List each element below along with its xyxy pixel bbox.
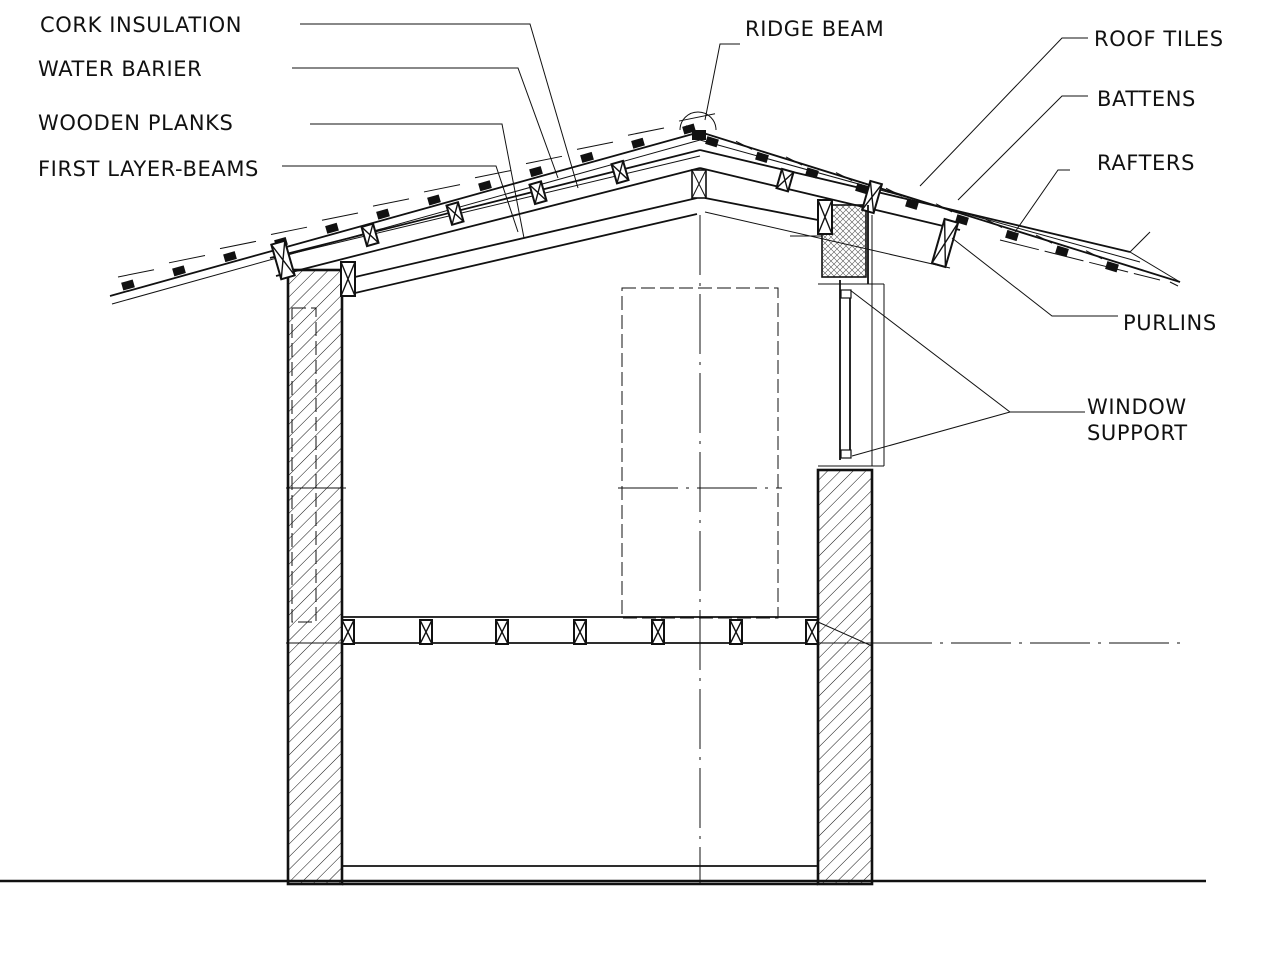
roof-tile-row	[117, 113, 1119, 291]
roof-tile	[1105, 261, 1119, 273]
leader-lines	[282, 23, 1179, 647]
roof-tile	[172, 265, 186, 277]
tile-edge	[423, 184, 461, 193]
roof-left	[109, 131, 701, 305]
label-roof-tiles: ROOF TILES	[1094, 27, 1224, 51]
tile-edge	[935, 203, 953, 213]
roof-tile	[580, 151, 594, 163]
roof-tile	[325, 222, 339, 234]
tile-edge	[474, 169, 512, 179]
tile-edge	[627, 127, 665, 136]
tile-edge	[219, 240, 257, 250]
tile-edge	[576, 141, 614, 150]
floor-beam-block	[805, 619, 819, 645]
tile-edge	[270, 226, 308, 235]
roof-x-blocks	[360, 159, 795, 248]
roof-tile	[427, 194, 441, 206]
tile-edge	[885, 187, 903, 197]
roof-tile	[376, 208, 390, 220]
roof-left-x-block	[610, 159, 630, 185]
tile-edge	[1035, 234, 1053, 244]
roof-right-x-block	[775, 167, 795, 193]
tile-edge	[735, 140, 753, 150]
roof-tile	[755, 151, 769, 163]
roof-tile	[805, 167, 819, 179]
tile-edge	[168, 255, 206, 264]
roof-tile	[1055, 245, 1069, 257]
label-cork-insulation: CORK INSULATION	[40, 13, 242, 37]
floor-beam-row	[341, 619, 819, 645]
roof-tile	[705, 136, 719, 148]
roof-tile	[1005, 229, 1019, 242]
ridge-beam	[679, 111, 717, 199]
right-beam-end-block	[817, 199, 833, 235]
floor-beam-block	[729, 619, 743, 645]
label-window-support-2: SUPPORT	[1087, 421, 1188, 445]
floor-beam-block	[341, 619, 355, 645]
floor-beam-block	[419, 619, 433, 645]
roof-tile	[529, 166, 543, 178]
tile-edge	[678, 113, 716, 122]
roof-tile	[631, 137, 645, 149]
roof-left-x-block	[445, 201, 465, 227]
tile-edge	[321, 212, 359, 221]
label-first-layer-beams: FIRST LAYER-BEAMS	[38, 157, 259, 181]
beam-end-blocks	[270, 179, 960, 297]
purlin-block	[930, 217, 960, 269]
floor-beam-block	[495, 619, 509, 645]
label-rafters: RAFTERS	[1097, 151, 1195, 175]
tile-edge	[372, 198, 410, 207]
label-water-barrier: WATER BARIER	[38, 57, 202, 81]
left-rafter-block	[270, 239, 296, 281]
label-battens: BATTENS	[1097, 87, 1196, 111]
floor-slab	[342, 865, 818, 886]
ceiling-rafter	[341, 197, 951, 297]
roof-tile	[121, 279, 135, 291]
roof-tile	[905, 198, 919, 210]
label-window-support-1: WINDOW	[1087, 395, 1187, 419]
label-purlins: PURLINS	[1123, 311, 1217, 335]
floor-beam-block	[573, 619, 587, 645]
roof-tile	[855, 183, 869, 195]
label-ridge-beam: RIDGE BEAM	[745, 17, 884, 41]
tile-edge	[117, 269, 155, 278]
left-beam-end-block	[340, 261, 356, 297]
roof-tile	[223, 251, 237, 263]
roof-tile	[478, 180, 492, 192]
left-wall	[286, 268, 344, 886]
center-lines	[286, 215, 1182, 884]
floor-beam-block	[651, 619, 665, 645]
window	[818, 205, 885, 467]
roof-left-x-block	[528, 180, 548, 206]
tile-edge	[835, 172, 853, 182]
roof-left-x-block	[360, 222, 380, 248]
label-wooden-planks: WOODEN PLANKS	[38, 111, 233, 135]
tile-edge	[1085, 250, 1103, 260]
callout-labels: CORK INSULATION WATER BARIER WOODEN PLAN…	[38, 13, 1224, 445]
tile-edge	[785, 156, 803, 166]
tile-edge	[985, 218, 1003, 228]
tile-edge	[525, 155, 563, 165]
right-wall	[816, 204, 874, 886]
